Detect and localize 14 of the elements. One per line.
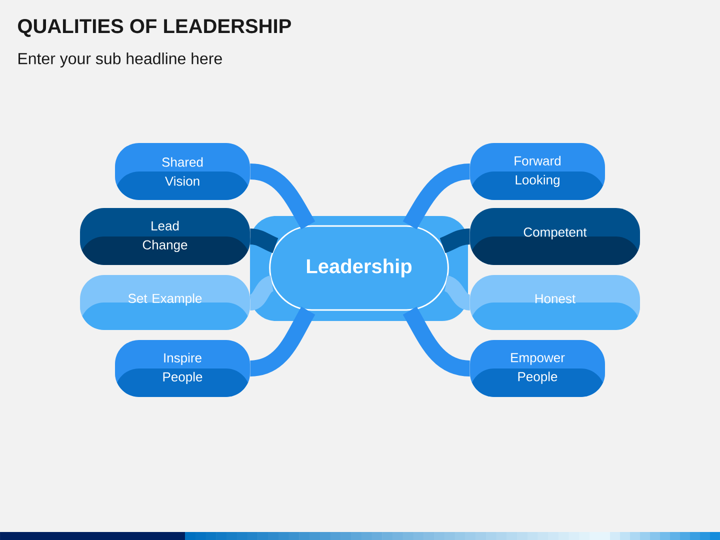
title: QUALITIES OF LEADERSHIP [18, 19, 291, 37]
branch-box: Inspire People [115, 340, 250, 397]
branch-box: Empower People [470, 340, 605, 397]
branch-box: Shared Vision [115, 143, 250, 200]
connector-band [440, 228, 470, 254]
branch-box: Set Example [80, 275, 250, 330]
connector-band [249, 276, 274, 310]
branch-box: Forward Looking [470, 143, 605, 200]
branch-box: Competent [470, 208, 640, 265]
connector-band [444, 276, 471, 310]
connector-band [250, 228, 278, 254]
subtitle: Enter your sub headline here [18, 52, 222, 68]
branch-box: Lead Change [80, 208, 250, 265]
branch-box: Honest [470, 275, 640, 330]
